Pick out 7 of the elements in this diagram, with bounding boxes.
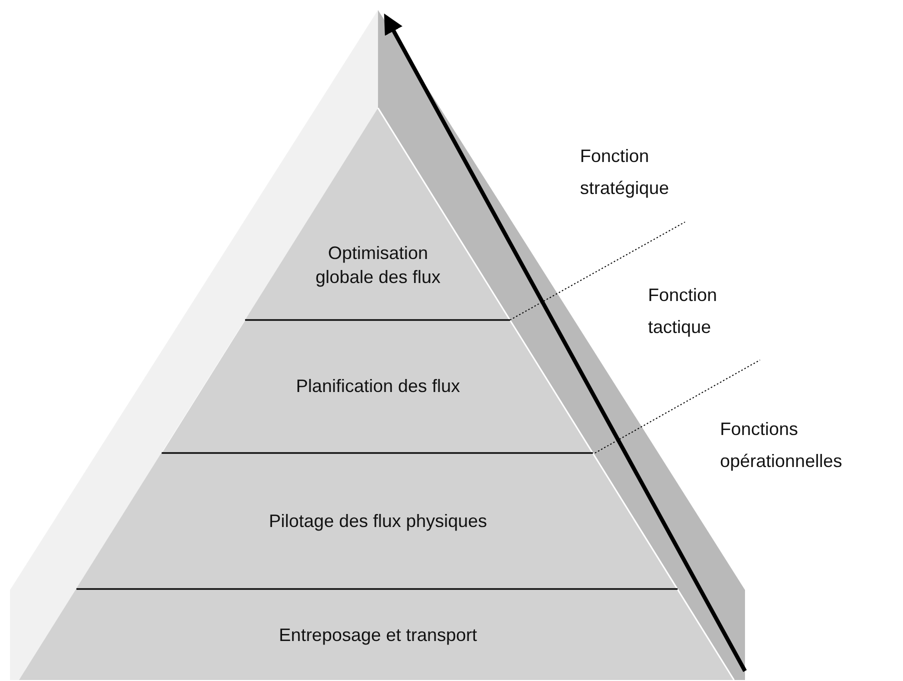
level-label: Entreposage et transport [278,624,478,647]
function-label: Fonctions opérationnelles [720,418,844,473]
level-label: Optimisation globale des flux [314,242,442,289]
level-label: Planification des flux [294,375,462,398]
function-label: Fonction tactique [648,284,718,339]
level-label: Pilotage des flux physiques [268,510,488,533]
function-label: Fonction stratégique [580,145,670,200]
